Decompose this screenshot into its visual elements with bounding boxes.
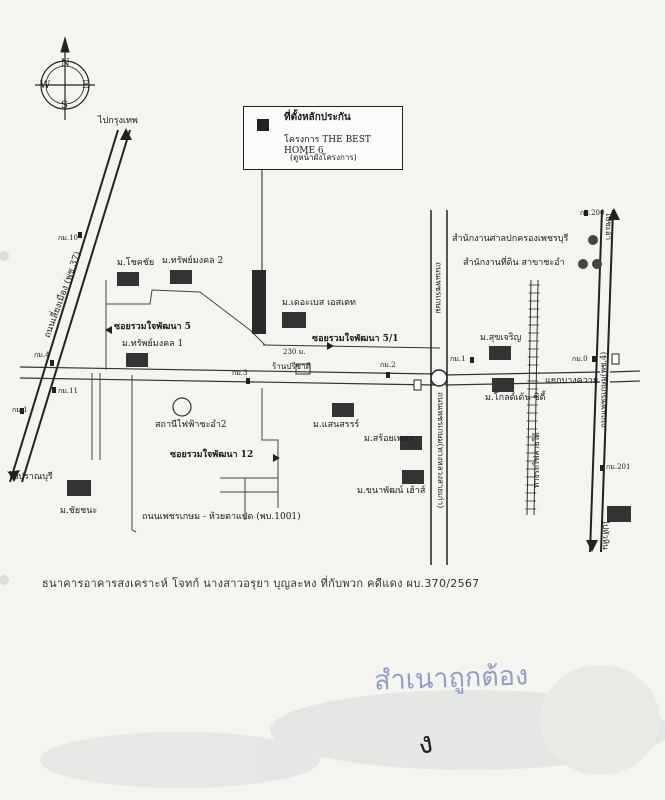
land-office-seal [578,259,588,269]
km2-label: กม.2 [380,361,396,369]
compass-east: E [82,80,90,91]
km3-label: กม.3 [232,369,248,377]
power-station-label: สถานีไฟฟ้าชะอำ2 [155,420,227,430]
soi-5-1-label: ซอยรวมใจพัฒนา 5/1 [312,334,399,344]
land-office-seal-2 [592,259,602,269]
village-sap-mongkhon-2: ม.ทรัพย์มงคล 2 [162,256,224,266]
court-seal [588,235,598,245]
railway-ties [525,284,540,510]
village-khana-phat: ม.ขนาพัฒน์ เฮ้าส์ [357,486,426,496]
shop-label: ร้านปรีชาดี [272,362,311,371]
junction-label: แยกบางควาย [545,376,599,386]
info-note: (ดูหน้าผังโครงการ) [290,153,357,162]
village-suk-charoen: ม.สุขเจริญ [480,333,522,343]
compass-north: N [61,58,70,69]
bottom-road-label: ถนนเพชรเกษม - ห้วยตาแปด (พบ.1001) [142,512,301,522]
village-chaichana: ม.ชัยชนะ [60,506,98,516]
shop-icon [295,363,311,375]
village-sap-mongkhon-1: ม.ทรัพย์มงคล 1 [122,339,184,349]
km200-label: กม.200 [580,209,605,217]
distance-230m-label: 230 ม. [283,348,306,356]
compass-rose [35,36,95,120]
punch-hole-top [0,251,9,261]
soi-network [91,280,279,533]
compass-west: W [40,80,51,91]
km1-right-label: กม.1 [450,355,466,363]
village-the-best-estate: ม.เดอะเบส เอสเตท [282,298,356,308]
km11-label: กม.11 [58,387,78,395]
arrow-markers [8,128,620,552]
to-pranburi-label: ไปปราณบุรี [8,472,53,482]
center-road-bottom-label: ถนนเพชรเกษม(ทางหลวงสายเก่า) [436,392,445,509]
traffic-light-right [611,353,620,365]
railway-line [526,279,539,516]
to-bangkok-label: ไปกรุงเทพ [98,116,138,126]
certified-copy-stamp: สำเนาถูกต้อง [373,660,529,697]
main-horizontal-road [19,366,641,386]
roundabout [430,369,448,387]
case-footer: ธนาคารอาคารสงเคราะห์ โจทก์ นางสาวอรุยา บ… [42,577,480,590]
court-label: สำนักงานศาลปกครองเพชรบุรี [452,234,569,244]
center-road-top-label: ถนนเพชรเกษม [434,262,443,314]
right-road-label: ถนนเพชรเกษม(พช.4) [599,351,608,428]
info-project: โครงการ THE BEST HOME 6 [284,135,371,156]
paper-smudges [40,665,665,788]
km4-label: กม.4 [34,351,50,359]
km-posts [20,210,604,471]
km10-label: กม.10 [58,234,78,242]
center-vertical-road [430,210,448,565]
km201-label: กม.201 [606,463,631,471]
traffic-light-center [413,379,422,391]
village-chokchai: ม.โชคชัย [117,258,155,268]
railway-label: ทางรถไฟสายใต้ [532,432,541,488]
km1-left-label: กม.1 [12,406,28,414]
soi-5-label: ซอยรวมใจพัฒนา 5 [114,322,191,332]
km0-label: กม.0 [572,355,588,363]
power-station-seal [172,397,192,417]
soi-5-1-line [262,344,441,349]
left-highway [9,129,131,483]
soi-12-label: ซอยรวมใจพัฒนา 12 [170,450,254,460]
project-parcel [252,270,266,334]
village-golden-city: ม.โกลด์เด้น ซิตี้ [485,393,546,403]
info-title: ที่ตั้งหลักประกัน [284,112,351,123]
village-sanrung: ม.แสนสรรร์ [313,420,360,430]
village-icons [67,270,631,522]
land-office-label: สำนักงานที่ดิน สาขาชะอำ [463,258,565,268]
punch-hole-bottom [0,575,9,585]
village-sarai-phet: ม.สร้อยเพชร [364,434,414,444]
collateral-info-box: ที่ตั้งหลักประกัน โครงการ THE BEST HOME … [243,106,403,170]
to-hua-hin-label: ไปหัวหิน [601,520,610,550]
collateral-marker-icon [257,119,269,131]
compass-south: S [61,100,68,111]
